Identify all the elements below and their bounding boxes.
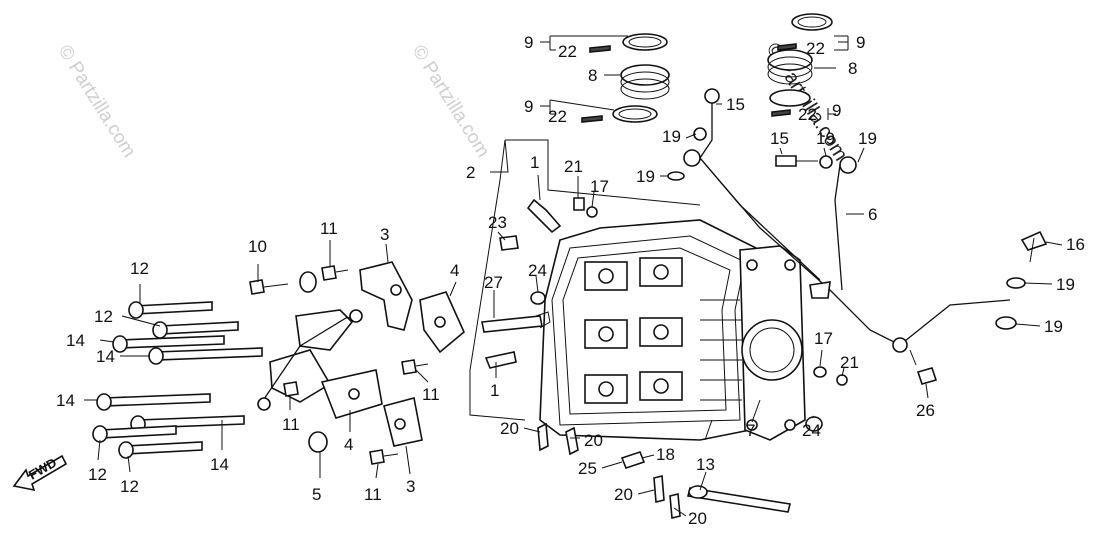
callout-label: 8 <box>588 66 597 85</box>
callout-label: 20 <box>688 509 707 528</box>
callout-label: 11 <box>320 219 338 238</box>
callout-label: 3 <box>380 225 389 244</box>
fwd-arrow-icon: FWD <box>12 455 68 492</box>
callout-label: 4 <box>450 261 459 280</box>
callout-label: 27 <box>484 273 503 292</box>
callout-label: 4 <box>344 435 353 454</box>
callout-label: 12 <box>94 307 113 326</box>
callout-label: 19 <box>636 167 655 186</box>
callout-label: 17 <box>590 177 609 196</box>
callout-label: 19 <box>662 127 681 146</box>
callout-label: 24 <box>802 421 821 440</box>
callout-label: 19 <box>858 129 877 148</box>
head-bolts <box>92 301 263 459</box>
callout-label: 14 <box>210 455 229 474</box>
callout-label: 20 <box>500 419 519 438</box>
callout-label: 22 <box>806 39 825 58</box>
callout-label: 11 <box>364 485 382 504</box>
leader-lines <box>84 35 1063 517</box>
callout-label: 14 <box>96 347 115 366</box>
callout-label: 3 <box>406 477 415 496</box>
callout-label: 12 <box>130 259 149 278</box>
callout-label: 13 <box>696 455 715 474</box>
callout-label: 7 <box>746 421 755 440</box>
callout-label: 6 <box>868 205 877 224</box>
callout-label: 2 <box>466 163 475 182</box>
callout-label: 19 <box>816 129 835 148</box>
callout-label: 18 <box>656 445 675 464</box>
callout-label: 24 <box>528 261 547 280</box>
oil-pipe <box>683 88 1011 353</box>
callout-label: 21 <box>840 353 859 372</box>
callout-label: 9 <box>524 97 533 116</box>
callout-label: 22 <box>558 42 577 61</box>
callout-label: 26 <box>916 401 935 420</box>
callout-label: 9 <box>524 33 533 52</box>
intake-seals-right <box>767 13 833 117</box>
callout-label: 14 <box>56 391 75 410</box>
callout-label: 19 <box>1044 317 1063 336</box>
callout-label: 5 <box>312 485 321 504</box>
callout-label: 1 <box>490 381 499 400</box>
callout-label: 15 <box>726 95 745 114</box>
callout-label: 15 <box>770 129 789 148</box>
callout-label: 16 <box>1066 235 1085 254</box>
callout-label: 1 <box>530 153 539 172</box>
callout-label: 10 <box>248 237 267 256</box>
callout-label: 23 <box>488 213 507 232</box>
rocker-brackets <box>257 261 465 453</box>
cylinder-head <box>539 219 806 441</box>
callout-label: 21 <box>564 157 583 176</box>
callout-label: 20 <box>584 431 603 450</box>
callout-label: 25 <box>578 459 597 478</box>
callout-label: 9 <box>856 33 865 52</box>
intake-seals-left <box>581 33 670 123</box>
callout-label: 8 <box>848 59 857 78</box>
watermark-left: © Partzilla.com <box>54 42 140 162</box>
callout-labels: 9 22 8 9 22 2 1 21 17 23 27 24 1 20 20 1… <box>56 33 1085 528</box>
callout-label: 12 <box>88 465 107 484</box>
callout-label: 12 <box>120 477 139 496</box>
callout-label: 19 <box>1056 275 1075 294</box>
callout-label: 11 <box>282 415 300 434</box>
callout-label: 22 <box>798 105 817 124</box>
callout-label: 9 <box>832 101 841 120</box>
callout-label: 22 <box>548 107 567 126</box>
callout-label: 14 <box>66 331 85 350</box>
watermark-center: © Partzilla.com <box>408 42 494 162</box>
callout-label: 11 <box>422 385 440 404</box>
callout-label: 20 <box>614 485 633 504</box>
spark-plug-hole-plug <box>526 198 562 234</box>
callout-label: 17 <box>814 329 833 348</box>
